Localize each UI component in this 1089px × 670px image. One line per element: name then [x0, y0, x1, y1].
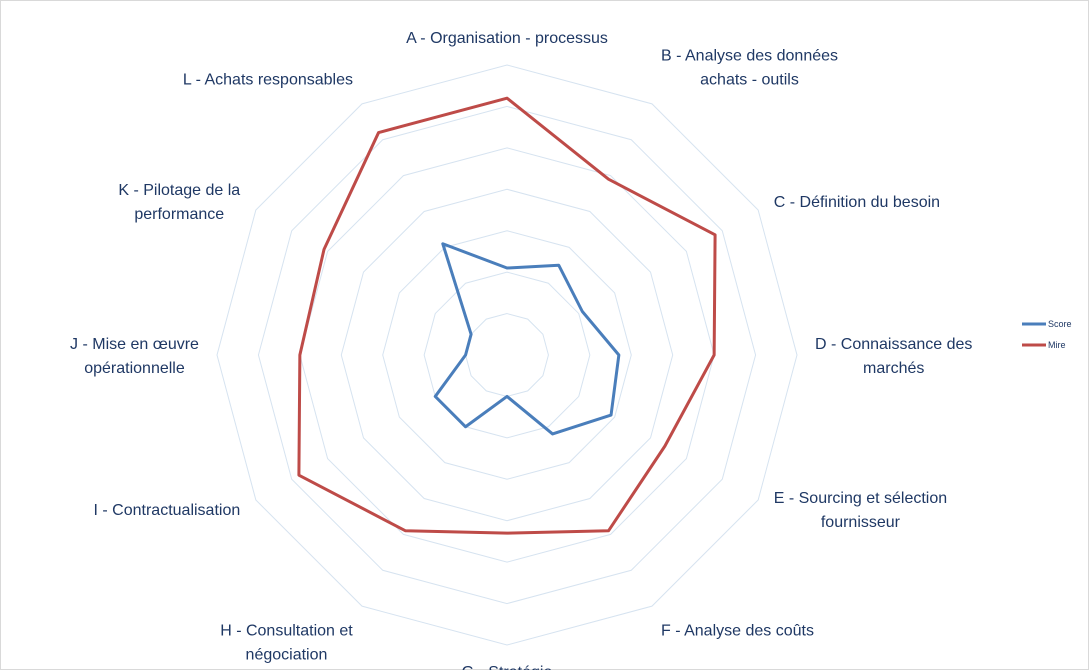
legend-label-mire: Mire	[1048, 340, 1066, 350]
radar-series	[297, 96, 717, 535]
category-label-g: G - Stratégie	[462, 664, 553, 670]
category-labels: A - Organisation - processus B - Analyse …	[70, 30, 972, 670]
category-label-line: négociation	[246, 647, 328, 664]
category-label-d: D - Connaissance des marchés	[815, 336, 972, 377]
category-label-e: E - Sourcing et sélection fournisseur	[774, 490, 947, 531]
category-label-h: H - Consultation et négociation	[220, 623, 353, 664]
category-label-f: F - Analyse des coûts	[661, 623, 814, 640]
category-label-i: I - Contractualisation	[94, 502, 241, 519]
series-line-score	[433, 242, 621, 436]
grid-ring-4	[340, 188, 674, 522]
category-label-line: opérationnelle	[84, 360, 185, 377]
category-label-line: G - Stratégie	[462, 664, 553, 670]
category-label-line: K - Pilotage de la	[118, 182, 240, 199]
category-label-c: C - Définition du besoin	[774, 194, 940, 211]
category-label-line: achats - outils	[700, 71, 799, 88]
category-label-line: E - Sourcing et sélection	[774, 490, 947, 507]
radar-grid	[216, 64, 798, 646]
category-label-line: C - Définition du besoin	[774, 194, 940, 211]
category-label-j: J - Mise en œuvre opérationnelle	[70, 336, 199, 377]
legend-label-score: Score	[1048, 319, 1072, 329]
grid-ring-2	[423, 271, 591, 439]
grid-ring-7	[216, 64, 798, 646]
category-label-line: D - Connaissance des	[815, 336, 972, 353]
category-label-line: H - Consultation et	[220, 623, 353, 640]
category-label-line: A - Organisation - processus	[406, 30, 608, 47]
grid-ring-1	[465, 313, 549, 397]
category-label-b: B - Analyse des données achats - outils	[661, 47, 838, 88]
category-label-l: L - Achats responsables	[183, 71, 353, 88]
category-label-a: A - Organisation - processus	[406, 30, 608, 47]
grid-ring-3	[382, 230, 632, 480]
category-label-line: F - Analyse des coûts	[661, 623, 814, 640]
category-label-line: marchés	[863, 360, 924, 377]
category-label-line: B - Analyse des données	[661, 47, 838, 64]
category-label-line: performance	[134, 206, 224, 223]
series-line-mire	[297, 96, 717, 535]
category-label-line: L - Achats responsables	[183, 71, 353, 88]
grid-ring-5	[299, 147, 715, 563]
category-label-line: J - Mise en œuvre	[70, 336, 199, 353]
category-label-line: fournisseur	[821, 514, 901, 531]
category-label-line: I - Contractualisation	[94, 502, 241, 519]
category-label-k: K - Pilotage de la performance	[118, 182, 240, 223]
grid-ring-6	[257, 105, 757, 605]
